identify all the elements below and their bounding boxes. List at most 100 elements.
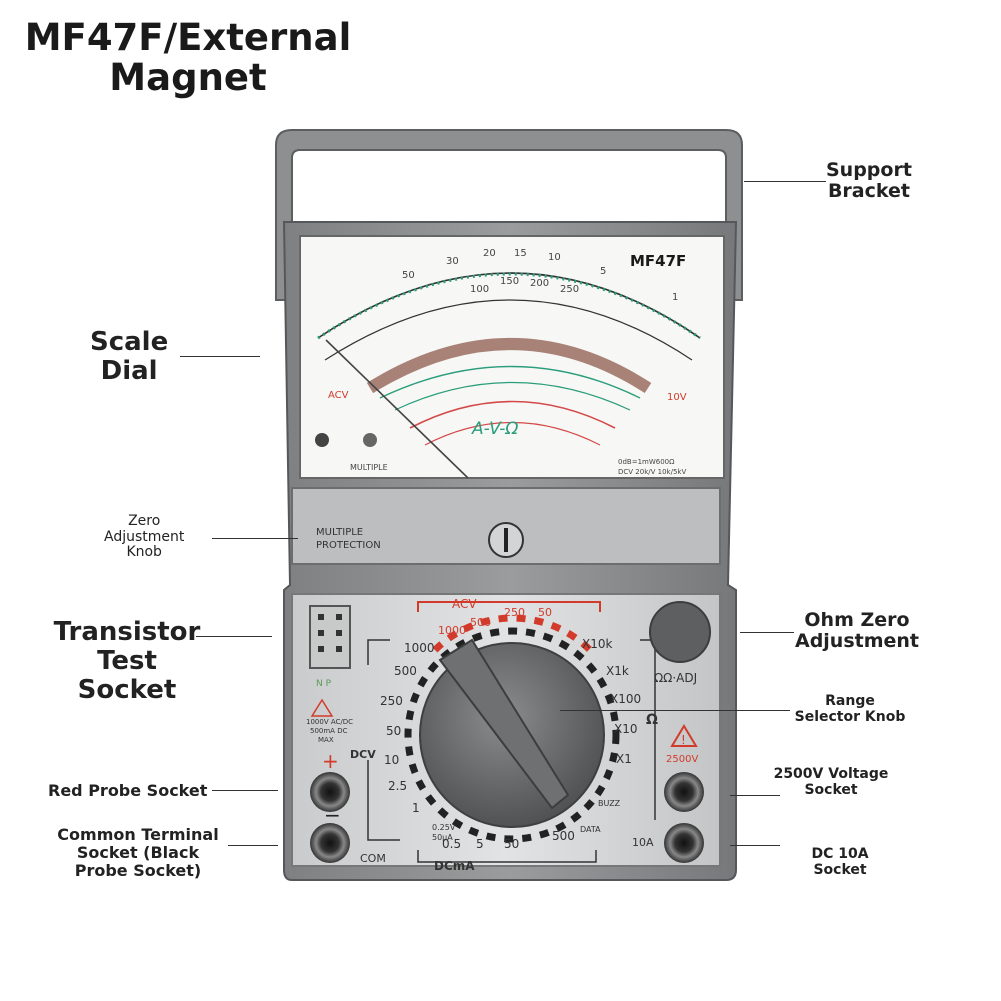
panel-acv-tick: 50 — [538, 606, 552, 619]
plus-icon: + — [322, 749, 339, 773]
protection-label-2: PROTECTION — [316, 540, 381, 551]
panel-bottom-tick: 500 — [552, 829, 575, 843]
panel-com: COM — [360, 852, 386, 865]
callout-ohm-zero: Ohm Zero Adjustment — [794, 609, 920, 653]
leader-support-bracket — [744, 181, 826, 182]
panel-npn: N P — [316, 679, 332, 689]
callout-range-selector: Range Selector Knob — [794, 693, 906, 725]
panel-left-tick: 1 — [412, 801, 420, 815]
svg-text:50μA: 50μA — [432, 833, 453, 842]
range-scale-frame — [367, 601, 656, 863]
warning-triangle-icon — [670, 724, 698, 747]
panel-acv-tick: 1000 — [438, 624, 466, 637]
panel-left-tick: 2.5 — [388, 779, 407, 793]
svg-text:500mA DC: 500mA DC — [310, 727, 348, 735]
svg-text:MAX: MAX — [318, 736, 334, 744]
callout-scale-dial: Scale Dial — [90, 327, 169, 387]
scale-top-tick: 50 — [402, 270, 415, 281]
panel-acv: ACV — [452, 597, 477, 611]
panel-buzz: BUZZ — [598, 799, 621, 808]
panel-left-tick: 500 — [394, 664, 417, 678]
callout-dc10a: DC 10A Socket — [811, 846, 869, 878]
leader-range-selector — [560, 710, 790, 711]
scale-top-tick: 1 — [672, 292, 678, 303]
panel-acv-tick: 500 — [470, 616, 491, 629]
common-terminal-socket[interactable] — [310, 823, 350, 863]
leader-red-probe — [212, 790, 278, 791]
callout-2500v: 2500V Voltage Socket — [773, 766, 889, 798]
callout-red-probe: Red Probe Socket — [48, 781, 208, 800]
v2500-socket[interactable] — [664, 772, 704, 812]
warning-triangle-mark: ! — [681, 733, 686, 747]
scale-mid-tick: 250 — [560, 284, 579, 295]
minus-icon: − — [324, 803, 341, 827]
panel-10a: 10A — [632, 836, 654, 849]
panel-acv-tick: 250 — [504, 606, 525, 619]
meter-needle — [325, 339, 469, 479]
model-label: MF47F — [630, 252, 686, 270]
panel-bottom-first-tick: 0.25V 50μA — [432, 823, 456, 842]
panel-ohm: Ω — [646, 712, 658, 728]
scale-mid-tick: 200 — [530, 278, 549, 289]
callout-zero-adjustment: Zero Adjustment Knob — [104, 513, 185, 561]
warning-triangle-small-icon — [310, 698, 334, 717]
panel-right-tick: X10 — [614, 722, 638, 736]
panel-left-tick: 1000 — [404, 641, 435, 655]
transistor-socket-holes — [318, 614, 342, 652]
svg-text:0.25V: 0.25V — [432, 823, 456, 832]
panel-left-tick: 250 — [380, 694, 403, 708]
leader-common-terminal — [228, 845, 278, 846]
scale-dcv-note: DCV 20k/V 10k/5kV — [618, 468, 686, 476]
scale-center-label: A-V-Ω — [471, 419, 518, 439]
scale-arcs — [317, 272, 701, 446]
panel-data: DATA — [580, 825, 601, 834]
panel-warning-text: 1000V AC/DC 500mA DC MAX — [306, 718, 353, 744]
panel-2500v: 2500V — [666, 754, 698, 765]
scale-top-tick: 15 — [514, 248, 527, 259]
panel-bottom-tick: 5 — [476, 837, 484, 851]
leader-ohm-zero — [740, 632, 794, 633]
scale-led-left — [315, 433, 329, 447]
scale-top-tick: 10 — [548, 252, 561, 263]
scale-mid-tick: 100 — [470, 284, 489, 295]
panel-left-tick: 10 — [384, 753, 399, 767]
callout-transistor: Transistor Test Socket — [53, 617, 201, 706]
panel-bottom-tick: 50 — [504, 837, 519, 851]
panel-right-tick: X100 — [610, 692, 641, 706]
scale-multiple-label: MULTIPLE — [350, 463, 388, 472]
scale-led-right — [363, 433, 377, 447]
panel-bottom-tick: 0.5 — [442, 837, 461, 851]
scale-db-note: 0dB=1mW600Ω — [618, 458, 675, 466]
panel-dcv: DCV — [350, 748, 376, 761]
page-title: MF47F/External Magnet — [24, 16, 352, 99]
range-selector-pointer — [438, 638, 570, 810]
selector-ring — [404, 627, 620, 843]
panel-right-tick: X10k — [582, 637, 612, 651]
leader-scale-dial — [180, 356, 260, 357]
dc10a-socket[interactable] — [664, 823, 704, 863]
scale-top-tick: 30 — [446, 256, 459, 267]
ohm-zero-adjustment-knob[interactable] — [649, 601, 711, 663]
leader-zero-adjustment — [212, 538, 298, 539]
scale-acv: ACV — [328, 390, 349, 401]
leader-2500v — [730, 795, 780, 796]
scale-mid-tick: 150 — [500, 276, 519, 287]
scale-top-tick: 20 — [483, 248, 496, 259]
scale-top-tick: 5 — [600, 266, 606, 277]
red-probe-socket[interactable] — [310, 772, 350, 812]
protection-label-1: MULTIPLE — [316, 527, 363, 538]
panel-right-tick: X1k — [606, 664, 629, 678]
scale-10v: 10V — [667, 392, 687, 403]
callout-common-terminal: Common Terminal Socket (Black Probe Sock… — [57, 825, 219, 880]
selector-ring-red — [432, 614, 593, 653]
panel-right-tick: X1 — [616, 752, 632, 766]
svg-text:1000V AC/DC: 1000V AC/DC — [306, 718, 353, 726]
panel-dcma: DCmA — [434, 859, 475, 873]
transistor-test-socket[interactable] — [309, 605, 351, 669]
panel-left-tick: 50 — [386, 724, 401, 738]
leader-dc10a — [730, 845, 780, 846]
callout-support-bracket: Support Bracket — [826, 159, 912, 203]
leader-transistor — [196, 636, 272, 637]
panel-ohm-adj: ΩΩ·ADJ — [654, 671, 697, 685]
